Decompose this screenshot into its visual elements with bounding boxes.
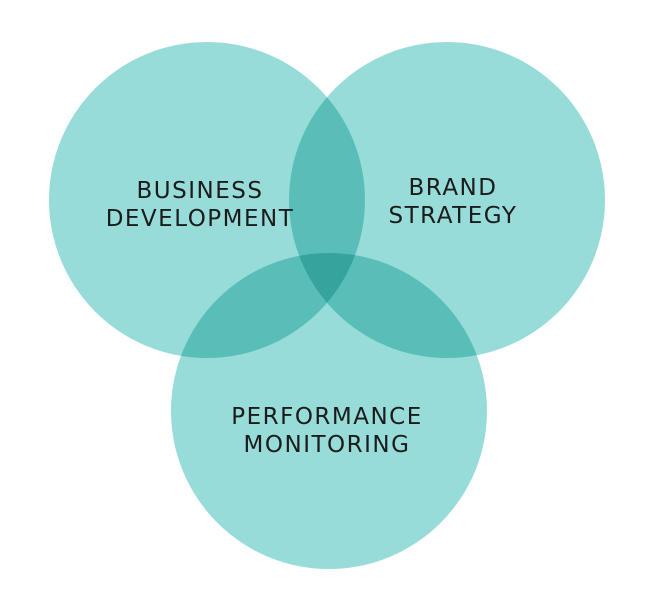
circle-performance-monitoring [171, 253, 487, 569]
label-performance-monitoring-line2: MONITORING [244, 432, 411, 458]
label-brand-strategy-line2: STRATEGY [389, 203, 518, 229]
label-business-development-line2: DEVELOPMENT [106, 206, 295, 232]
circles-group [49, 42, 605, 569]
labels-group: BUSINESS DEVELOPMENT BRAND STRATEGY PERF… [106, 175, 518, 458]
label-performance-monitoring-line1: PERFORMANCE [231, 404, 423, 430]
label-business-development-line1: BUSINESS [137, 178, 264, 204]
label-brand-strategy-line1: BRAND [409, 175, 498, 201]
